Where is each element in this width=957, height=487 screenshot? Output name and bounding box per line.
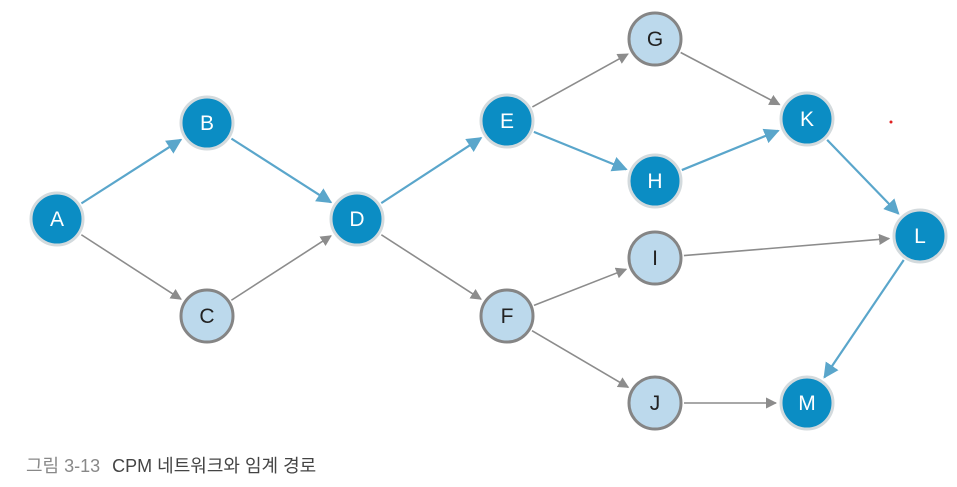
node-label: M bbox=[798, 392, 816, 415]
node-e: E bbox=[479, 93, 535, 149]
node-label: L bbox=[914, 225, 926, 248]
node-circle bbox=[627, 375, 683, 431]
node-circle bbox=[627, 230, 683, 286]
edge-f-j bbox=[531, 330, 630, 388]
edge-b-d bbox=[230, 137, 333, 204]
node-label: J bbox=[650, 392, 661, 415]
red-dot-mark bbox=[889, 120, 893, 124]
node-j: J bbox=[627, 375, 683, 431]
node-l: L bbox=[892, 208, 948, 264]
node-circle bbox=[329, 191, 385, 247]
edge-c-d bbox=[230, 235, 332, 301]
figure-caption: 그림 3-13 CPM 네트워크와 임계 경로 bbox=[26, 452, 316, 478]
node-label: A bbox=[50, 208, 64, 231]
edges bbox=[80, 51, 905, 409]
node-label: B bbox=[200, 112, 214, 135]
edge-h-k bbox=[681, 128, 780, 172]
node-g: G bbox=[627, 11, 683, 67]
node-circle bbox=[29, 191, 85, 247]
node-circle bbox=[179, 95, 235, 151]
node-a: A bbox=[29, 191, 85, 247]
node-f: F bbox=[479, 288, 535, 344]
edge-k-l bbox=[826, 139, 900, 215]
edge-d-f bbox=[380, 234, 482, 300]
edge-e-h bbox=[533, 130, 628, 172]
node-circle bbox=[779, 91, 835, 147]
edge-a-c bbox=[80, 234, 182, 300]
nodes: A B C D E F G H I J K L M bbox=[29, 11, 948, 431]
edge-d-e bbox=[380, 137, 483, 205]
node-i: I bbox=[627, 230, 683, 286]
edge-e-g bbox=[531, 53, 629, 108]
figure-number: 그림 3-13 bbox=[26, 456, 101, 476]
node-label: E bbox=[500, 110, 514, 133]
node-circle bbox=[479, 93, 535, 149]
node-circle bbox=[179, 288, 235, 344]
node-label: D bbox=[349, 208, 364, 231]
node-circle bbox=[627, 153, 683, 209]
node-circle bbox=[779, 375, 835, 431]
node-label: C bbox=[199, 305, 214, 328]
node-label: K bbox=[800, 108, 814, 131]
node-circle bbox=[479, 288, 535, 344]
figure-title: CPM 네트워크와 임계 경로 bbox=[112, 456, 317, 476]
node-b: B bbox=[179, 95, 235, 151]
node-label: G bbox=[647, 28, 663, 51]
node-h: H bbox=[627, 153, 683, 209]
node-d: D bbox=[329, 191, 385, 247]
node-circle bbox=[892, 208, 948, 264]
node-label: F bbox=[501, 305, 514, 328]
edge-g-k bbox=[680, 51, 781, 106]
node-circle bbox=[627, 11, 683, 67]
edge-i-l bbox=[683, 233, 891, 257]
node-label: I bbox=[652, 247, 658, 270]
node-k: K bbox=[779, 91, 835, 147]
node-label: H bbox=[647, 170, 662, 193]
edge-f-i bbox=[533, 267, 628, 307]
edge-a-b bbox=[80, 138, 183, 205]
edge-l-m bbox=[823, 259, 905, 379]
node-c: C bbox=[179, 288, 235, 344]
node-m: M bbox=[779, 375, 835, 431]
